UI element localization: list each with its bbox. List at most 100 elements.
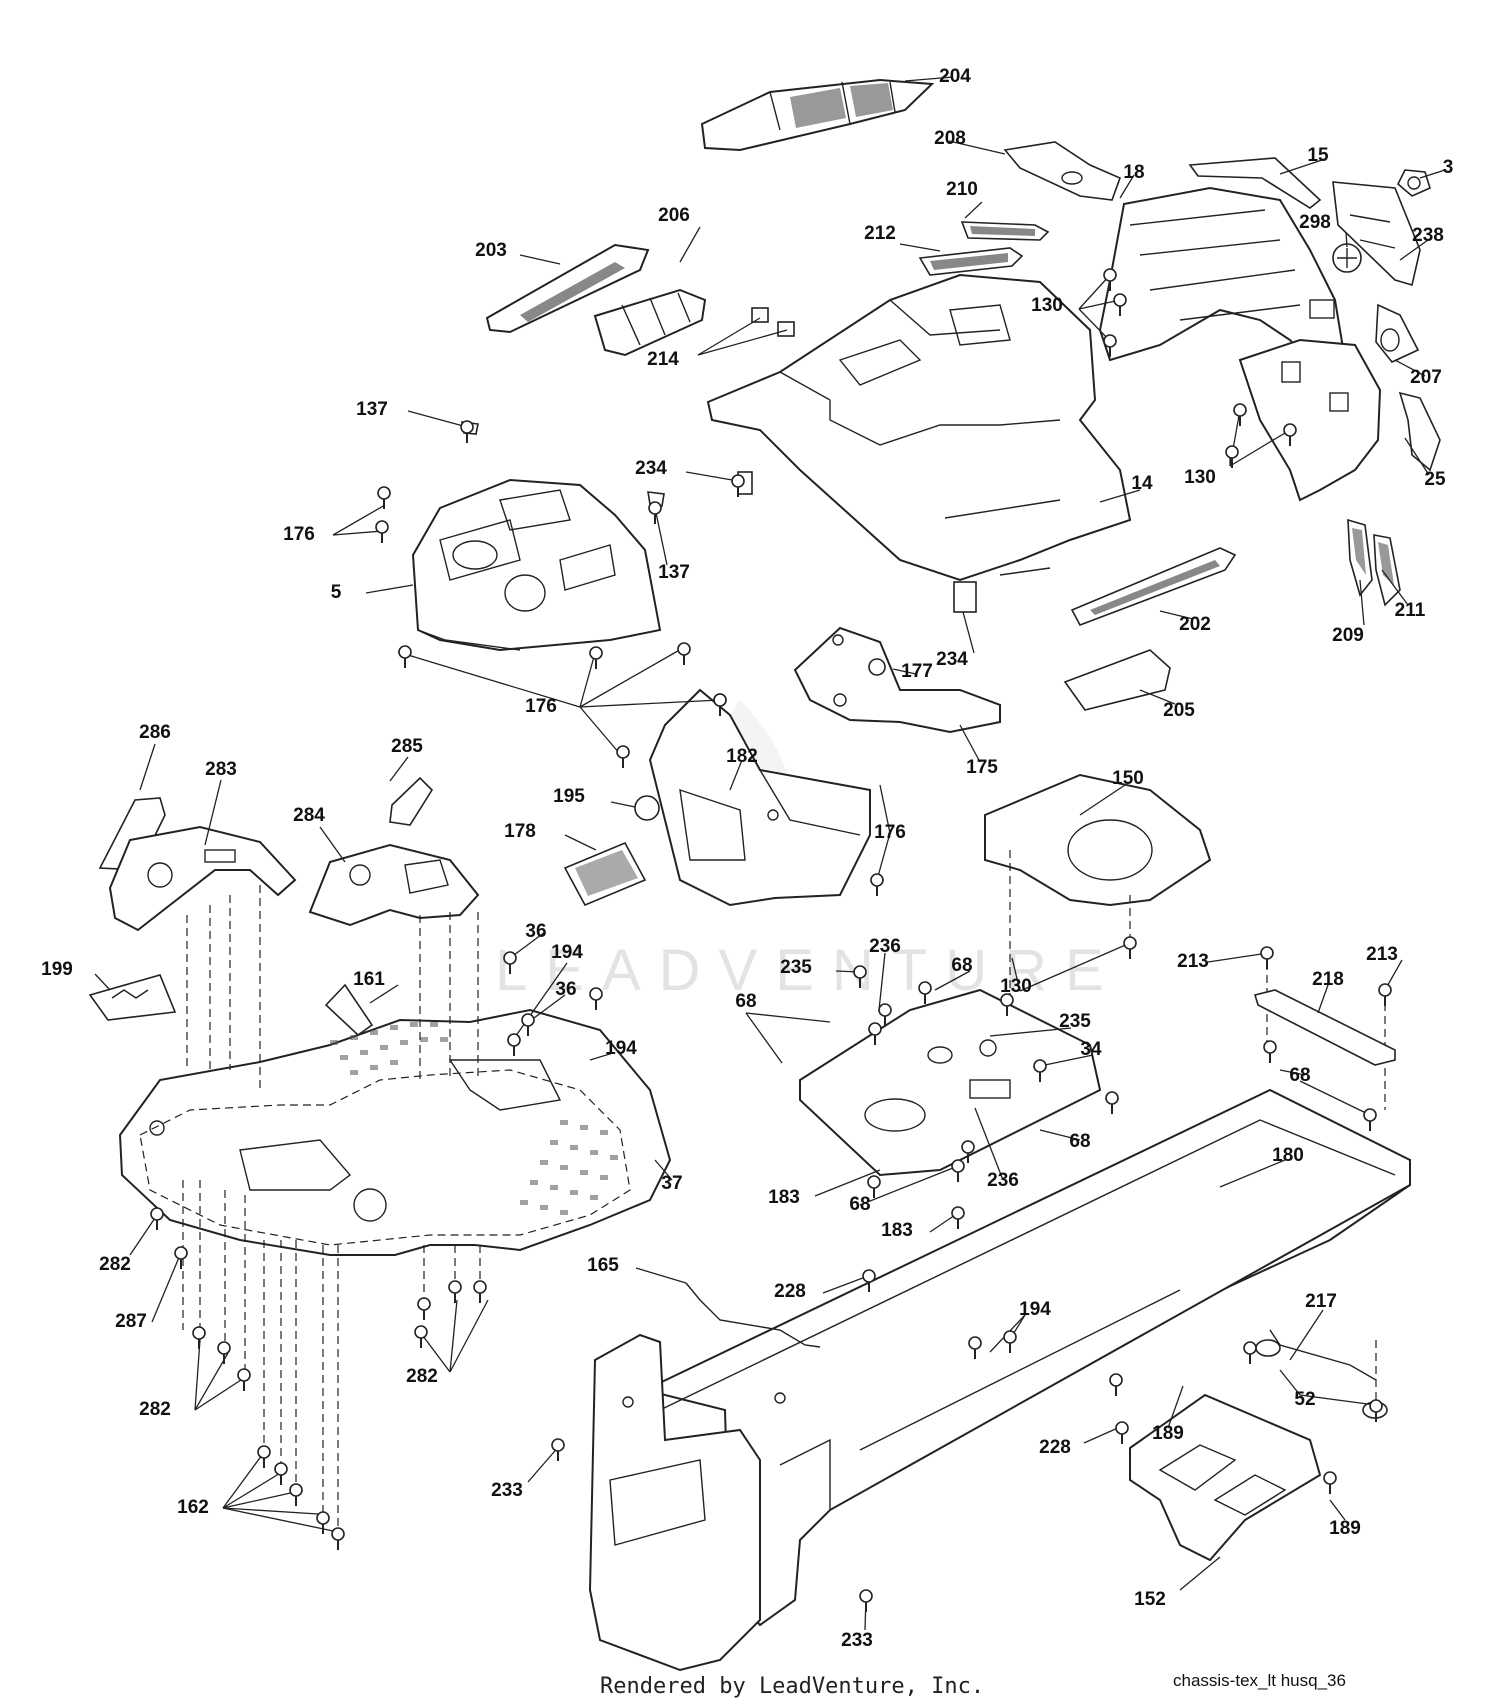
part-label-228: 228 xyxy=(774,1281,806,1302)
clip-part-161 xyxy=(324,983,374,1037)
part-label-236: 236 xyxy=(869,936,901,957)
part-label-213: 213 xyxy=(1366,944,1398,965)
grille-part-210 xyxy=(960,221,1050,241)
part-label-234: 234 xyxy=(635,458,667,479)
leader-line xyxy=(892,668,917,675)
part-label-150: 150 xyxy=(1112,768,1144,789)
nut-part-177 xyxy=(868,658,886,676)
leader-line xyxy=(610,801,636,808)
leader-line xyxy=(1404,437,1430,476)
part-label-212: 212 xyxy=(864,223,896,244)
leader-line xyxy=(1083,1426,1121,1444)
part-label-204: 204 xyxy=(939,66,971,87)
part-label-228: 228 xyxy=(1039,1437,1071,1458)
part-label-183: 183 xyxy=(881,1220,913,1241)
fastener-icon xyxy=(192,1326,206,1349)
leader-line xyxy=(1279,1069,1306,1076)
leader-line xyxy=(904,76,954,82)
leader-line xyxy=(1299,1394,1376,1406)
leader-line xyxy=(397,651,581,708)
part-label-236: 236 xyxy=(987,1170,1019,1191)
part-label-52: 52 xyxy=(1294,1389,1315,1410)
part-label-189: 189 xyxy=(1329,1518,1361,1539)
leader-line xyxy=(654,507,668,566)
part-label-207: 207 xyxy=(1410,367,1442,388)
part-label-282: 282 xyxy=(99,1254,131,1275)
part-label-161: 161 xyxy=(353,969,385,990)
leader-line xyxy=(1394,359,1426,377)
leader-line xyxy=(222,1454,263,1509)
part-label-238: 238 xyxy=(1412,225,1444,246)
part-label-180: 180 xyxy=(1272,1145,1304,1166)
fastener-icon xyxy=(398,645,412,668)
part-label-233: 233 xyxy=(491,1480,523,1501)
fastener-icon xyxy=(417,1297,431,1320)
part-label-214: 214 xyxy=(647,349,679,370)
leader-line xyxy=(1159,610,1194,620)
fastener-icon xyxy=(867,1175,881,1198)
leader-line xyxy=(589,1052,614,1061)
fastener-icon xyxy=(316,1511,330,1534)
part-label-68: 68 xyxy=(1289,1065,1310,1086)
fastener-icon xyxy=(377,486,391,509)
leader-line xyxy=(1078,308,1111,342)
part-label-68: 68 xyxy=(849,1194,870,1215)
leader-line xyxy=(419,1331,451,1373)
fastener-icon xyxy=(1000,993,1014,1016)
leader-line xyxy=(974,1107,1004,1181)
figure-code: chassis-tex_lt husq_36 xyxy=(1173,1671,1346,1690)
leader-line xyxy=(527,1444,561,1483)
bracket-part-206 xyxy=(593,288,707,357)
leader-line xyxy=(564,834,597,851)
fastener-icon xyxy=(1233,403,1247,426)
fastener-icon xyxy=(951,1206,965,1229)
fastener-icon xyxy=(460,420,474,443)
credit-text: Rendered by LeadVenture, Inc. xyxy=(600,1674,984,1699)
leader-line xyxy=(365,584,414,594)
part-label-34: 34 xyxy=(1080,1039,1102,1060)
leader-line xyxy=(745,1012,783,1064)
fastener-icon xyxy=(868,1022,882,1045)
leader-line xyxy=(194,1377,245,1411)
part-label-177: 177 xyxy=(901,661,933,682)
trim-part-15 xyxy=(1188,157,1322,209)
chassis-frame xyxy=(588,1088,1411,1672)
part-label-209: 209 xyxy=(1332,625,1364,646)
fastener-icon xyxy=(968,1336,982,1359)
leader-line xyxy=(1078,299,1121,310)
fastener-icon xyxy=(1105,1091,1119,1114)
part-label-68: 68 xyxy=(951,955,972,976)
part-label-199: 199 xyxy=(41,959,73,980)
leader-line xyxy=(859,1165,959,1206)
fastener-icon xyxy=(274,1462,288,1485)
leader-line xyxy=(204,779,222,846)
leader-line xyxy=(1219,1159,1286,1188)
fastener-icon xyxy=(616,745,630,768)
fastener-icon xyxy=(1123,936,1137,959)
part-label-194: 194 xyxy=(551,942,583,963)
knob-part-3 xyxy=(1397,169,1431,197)
leader-line xyxy=(509,931,546,959)
leader-line xyxy=(962,611,975,654)
fastener-icon xyxy=(648,501,662,524)
fastener-icon xyxy=(1363,1108,1377,1131)
part-label-194: 194 xyxy=(605,1038,637,1059)
part-label-195: 195 xyxy=(553,786,585,807)
fastener-icon xyxy=(1109,1373,1123,1396)
part-label-189: 189 xyxy=(1152,1423,1184,1444)
leader-line xyxy=(129,1214,158,1256)
leader-line xyxy=(1229,429,1291,467)
leader-line xyxy=(685,471,739,482)
part-label-218: 218 xyxy=(1312,969,1344,990)
part-label-282: 282 xyxy=(406,1366,438,1387)
fastener-icon xyxy=(1378,983,1392,1006)
leader-line xyxy=(449,1299,489,1373)
clip-part-214 xyxy=(751,307,795,337)
part-label-286: 286 xyxy=(139,722,171,743)
clip-part-234 xyxy=(737,471,977,613)
leader-line xyxy=(407,410,468,428)
leader-line xyxy=(1381,569,1409,606)
fastener-icon xyxy=(503,951,517,974)
mounting-plate-part-34 xyxy=(799,988,1102,1177)
